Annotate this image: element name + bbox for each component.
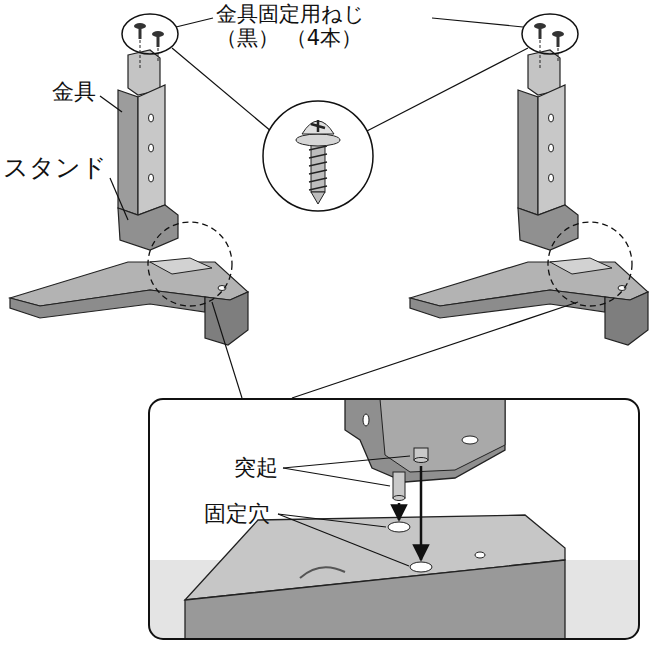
bracket-hole — [149, 174, 154, 182]
part-label: 突起 — [234, 455, 278, 480]
bracket-hole — [149, 114, 154, 122]
guide-line — [140, 40, 141, 70]
bracket-hole — [149, 144, 154, 152]
leader-line — [110, 178, 128, 220]
leader-line — [212, 302, 242, 398]
bracket-front — [118, 90, 138, 215]
leader-line — [176, 18, 213, 27]
inset-detail — [149, 399, 639, 639]
inset-frame — [149, 399, 639, 639]
screw-shank — [157, 36, 160, 47]
guide-line — [158, 48, 159, 62]
screw-callout — [263, 101, 373, 211]
part-label: 金具 — [52, 79, 96, 104]
leader-line — [283, 468, 390, 486]
leader-line — [292, 302, 578, 398]
detail-circle — [148, 222, 232, 306]
stand-plate — [150, 258, 212, 274]
leader-line — [100, 96, 122, 112]
focus-ellipse — [122, 14, 178, 54]
part-label: 固定穴 — [204, 501, 270, 526]
part-label: スタンド — [3, 154, 107, 183]
leader-line — [432, 18, 523, 27]
screw-shank — [139, 28, 142, 39]
stand-unit — [410, 14, 648, 345]
leader-line — [365, 48, 528, 132]
part-label: 金具固定用ねじ（黒） （4本） — [216, 2, 365, 50]
bracket-side — [138, 85, 165, 215]
bracket-tab — [128, 50, 160, 95]
leader-line — [172, 48, 272, 132]
screw-enlarged — [296, 120, 340, 204]
leader-line — [278, 514, 409, 566]
leader-line — [283, 456, 410, 468]
inset-ground — [149, 399, 639, 639]
